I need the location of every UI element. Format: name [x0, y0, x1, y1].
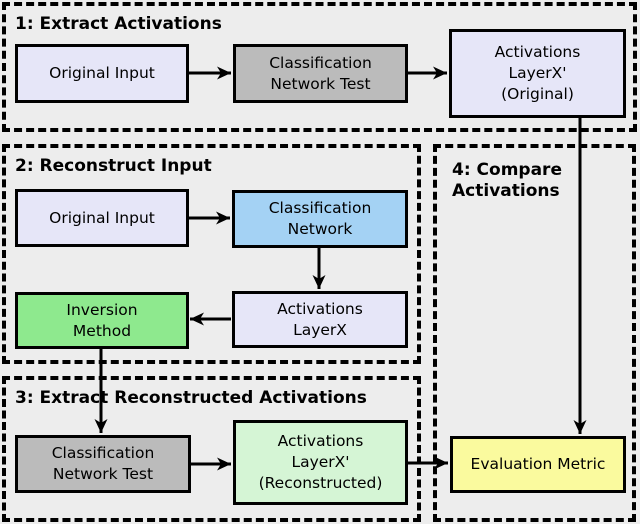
node-classification-network-test-2-line1: Classification: [51, 444, 155, 462]
node-evaluation-metric: Evaluation Metric: [450, 436, 626, 493]
node-classification-network-line1: Classification: [268, 199, 372, 217]
node-original-input-2-label: Original Input: [49, 208, 155, 227]
node-original-input-1-label: Original Input: [49, 64, 155, 82]
node-activations-original-line1: Activations: [494, 43, 581, 61]
node-classification-network-test-1: Classification Network Test: [233, 44, 408, 103]
node-inversion-method-line2: Method: [72, 321, 132, 340]
node-classification-network-test-2-line2: Network Test: [52, 465, 154, 483]
section-1-title: 1: Extract Activations: [15, 14, 222, 34]
node-classification-network-test-2: Classification Network Test: [15, 435, 191, 493]
node-original-input-1: Original Input: [15, 44, 189, 103]
section-1-extract-activations: 1: Extract Activations: [2, 2, 637, 132]
node-inversion-method: Inversion Method: [15, 292, 189, 349]
node-activations-layerx-line2: LayerX: [293, 320, 347, 339]
node-activations-layerx-reconstructed: Activations LayerX' (Reconstructed): [233, 420, 408, 505]
node-classification-network: Classification Network: [232, 190, 408, 248]
node-activations-reconstructed-line1: Activations: [277, 432, 364, 450]
node-classification-network-test-1-line2: Network Test: [270, 74, 371, 93]
node-activations-original-line2: LayerX': [508, 64, 567, 82]
node-activations-original-line3: (Original): [501, 85, 574, 103]
node-activations-reconstructed-line3: (Reconstructed): [258, 474, 383, 492]
node-classification-network-test-1-line1: Classification: [269, 53, 372, 72]
node-activations-layerx-line1: Activations: [277, 299, 363, 318]
node-inversion-method-line1: Inversion: [66, 300, 138, 319]
node-evaluation-metric-label: Evaluation Metric: [470, 455, 606, 473]
section-3-title: 3: Extract Reconstructed Activations: [15, 388, 367, 408]
section-3-extract-reconstructed-activations: 3: Extract Reconstructed Activations: [2, 376, 421, 522]
section-4-compare-activations: 4: Compare Activations: [433, 144, 636, 522]
section-2-reconstruct-input: 2: Reconstruct Input: [2, 144, 421, 364]
node-original-input-2: Original Input: [15, 189, 189, 247]
section-4-title: 4: Compare Activations: [452, 160, 562, 201]
section-2-title: 2: Reconstruct Input: [15, 156, 212, 176]
node-classification-network-line2: Network: [287, 220, 353, 238]
node-activations-layerx-original: Activations LayerX' (Original): [449, 29, 626, 118]
node-activations-reconstructed-line2: LayerX': [291, 453, 350, 471]
node-activations-layerx: Activations LayerX: [232, 291, 408, 348]
